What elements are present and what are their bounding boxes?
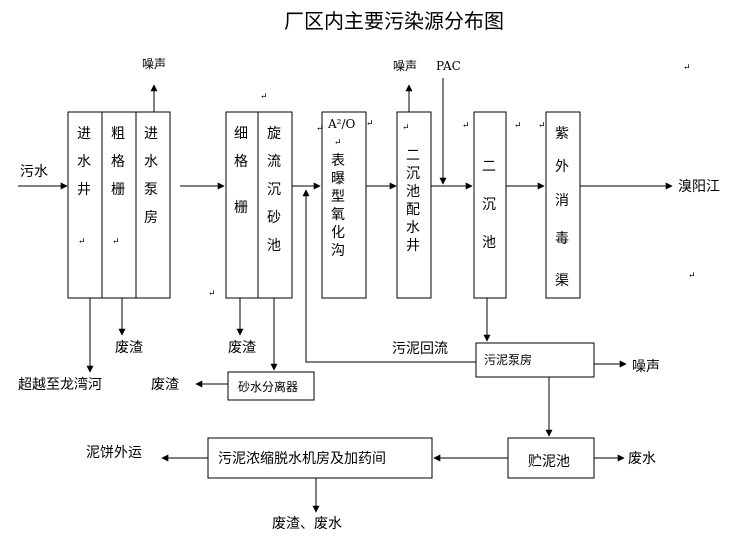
- svg-text:外: 外: [555, 159, 569, 175]
- svg-text:粗: 粗: [111, 126, 125, 142]
- box-ao-oxidation-ditch: [321, 111, 367, 299]
- svg-text:细: 细: [234, 126, 248, 142]
- svg-text:型: 型: [331, 189, 345, 205]
- grit-chamber-label: 旋 流 沉 砂 池: [267, 126, 281, 254]
- svg-text:氧: 氧: [331, 207, 345, 223]
- svg-text:池: 池: [267, 238, 281, 254]
- svg-text:井: 井: [77, 182, 91, 198]
- sludge-pump-label: 污泥泵房: [484, 352, 532, 367]
- ao-ditch-label: A²/O 表 曝 型 氧 化 沟: [327, 117, 356, 259]
- svg-text:井: 井: [406, 238, 420, 254]
- inlet-well-label: 进 水 井 ↵: [77, 126, 91, 247]
- svg-text:二: 二: [482, 159, 496, 175]
- svg-text:沟: 沟: [331, 243, 345, 259]
- sand-separator-label: 砂水分离器: [238, 379, 298, 394]
- svg-text:进: 进: [144, 126, 158, 142]
- svg-text:进: 进: [77, 126, 91, 142]
- svg-text:栅: 栅: [234, 200, 248, 216]
- waste-water-label: 废水: [628, 451, 656, 467]
- svg-text:↵: ↵: [78, 237, 86, 247]
- sludge-return-label: 污泥回流: [392, 341, 448, 357]
- svg-text:化: 化: [331, 225, 345, 241]
- svg-text:配: 配: [406, 202, 420, 218]
- svg-text:A²/O: A²/O: [327, 117, 356, 131]
- svg-text:二: 二: [406, 148, 420, 164]
- svg-text:水: 水: [144, 154, 158, 170]
- svg-text:旋: 旋: [267, 126, 281, 142]
- svg-text:表: 表: [331, 153, 345, 169]
- svg-text:水: 水: [406, 220, 420, 236]
- secondary-clarifier-label: 二 沉 池: [482, 159, 496, 251]
- fine-screen-label: 细 格 栅: [234, 126, 248, 216]
- return-marks: ↵ ↵ ↵ ↵ ↵ ↵ ↵ ↵ ↵ ↵ ↵: [208, 63, 696, 299]
- svg-text:↵: ↵: [260, 92, 268, 102]
- svg-text:砂: 砂: [267, 210, 281, 226]
- svg-text:池: 池: [406, 184, 420, 200]
- svg-text:↵: ↵: [462, 121, 470, 131]
- inlet-pump-house-label: 进 水 泵 房: [144, 126, 158, 226]
- waste-residue-label-1: 废渣: [115, 340, 143, 356]
- svg-text:↵: ↵: [688, 271, 696, 281]
- residue-water-label: 废渣、废水: [272, 516, 342, 532]
- mud-cake-label: 泥饼外运: [86, 445, 142, 461]
- svg-text:格: 格: [111, 154, 125, 170]
- arrow-sludge-return: [302, 189, 476, 363]
- box-sand-water-separator: [227, 371, 315, 401]
- svg-text:↵: ↵: [402, 123, 410, 133]
- box-sludge-pump-house: [475, 342, 595, 378]
- flow-connectors: [18, 78, 673, 513]
- svg-text:栅: 栅: [111, 182, 125, 198]
- svg-text:水: 水: [77, 154, 91, 170]
- svg-text:消: 消: [555, 193, 569, 209]
- dewatering-label: 污泥浓缩脱水机房及加药间: [218, 451, 386, 467]
- box-distribution-well: [396, 111, 432, 299]
- svg-text:沉: 沉: [267, 182, 281, 198]
- coarse-screen-label: 粗 格 栅 ↵: [111, 126, 125, 247]
- noise-label-distribution: 噪声: [393, 59, 417, 73]
- noise-label-pump: 噪声: [142, 57, 166, 71]
- uv-channel-label: 紫 外 消 毒 渠: [555, 126, 569, 289]
- svg-text:↵: ↵: [538, 121, 546, 131]
- svg-text:↵: ↵: [683, 63, 691, 73]
- svg-text:格: 格: [234, 154, 248, 170]
- box-secondary-clarifier: [473, 111, 507, 299]
- svg-text:毒: 毒: [555, 231, 569, 247]
- inlet-label: 污水: [20, 164, 48, 180]
- svg-text:↵: ↵: [514, 121, 522, 131]
- outlet-river-label: 溴阳江: [678, 179, 720, 195]
- diagram-title: 厂区内主要污染源分布图: [284, 9, 504, 33]
- svg-text:沉: 沉: [406, 166, 420, 182]
- svg-text:↵: ↵: [208, 289, 216, 299]
- svg-text:曝: 曝: [331, 171, 345, 187]
- sludge-tank-label: 贮泥池: [528, 454, 570, 470]
- box-uv-disinfection-channel: [545, 111, 581, 299]
- svg-text:房: 房: [144, 210, 158, 226]
- bypass-label: 超越至龙湾河: [18, 376, 102, 393]
- box-grit-chamber: [257, 111, 293, 299]
- svg-text:↵: ↵: [366, 119, 374, 129]
- waste-residue-label-2: 废渣: [228, 340, 256, 356]
- svg-text:流: 流: [267, 154, 281, 170]
- box-inlet-pump-house: [135, 111, 171, 299]
- svg-text:渠: 渠: [555, 273, 569, 289]
- svg-text:↵: ↵: [112, 237, 120, 247]
- noise-label-sludge-pump: 噪声: [632, 359, 660, 375]
- waste-residue-label-3: 废渣: [151, 377, 179, 393]
- svg-text:池: 池: [482, 235, 496, 251]
- svg-text:泵: 泵: [144, 182, 158, 198]
- svg-text:↵: ↵: [316, 124, 324, 134]
- svg-text:紫: 紫: [555, 126, 569, 142]
- svg-text:沉: 沉: [482, 197, 496, 213]
- pac-label: PAC: [436, 59, 461, 73]
- svg-text:↵: ↵: [334, 138, 342, 148]
- distribution-well-label: 二 沉 池 配 水 井: [406, 148, 420, 254]
